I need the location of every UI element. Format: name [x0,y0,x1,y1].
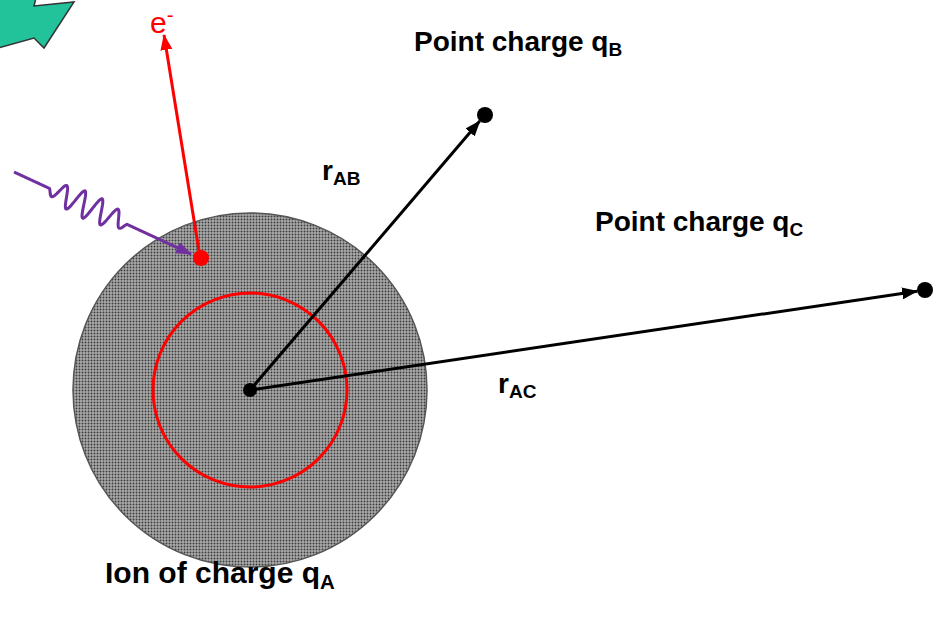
node-heading: Point charge qB [414,26,622,58]
node-heading-holder: Point charge qB [414,26,622,58]
text-part: r [498,368,509,399]
text-part: r [322,155,333,186]
node-heading: Ion of charge qA [105,556,335,591]
charge-dot [917,282,933,298]
photon-wave [14,172,191,254]
text-part: Point charge q [595,206,789,237]
text-part: Ion of charge q [105,556,320,589]
charge-dot-shape [917,282,933,298]
charge-dot-shape [477,107,493,123]
distance-label: rAB [322,155,360,187]
edge-label-holder: rAB [322,155,360,187]
ion-shape [72,212,428,568]
green-arrow [0,0,74,48]
electron-path [164,35,199,251]
node-heading: Point charge qC [595,206,803,238]
superscript: - [167,4,174,26]
text-part: Point charge q [414,26,608,57]
electron-dot [193,250,209,266]
subscript: A [320,571,335,593]
node-heading-holder: Point charge qC [595,206,803,238]
electron-label: e- [150,6,173,41]
subscript: B [608,39,622,60]
ion-circle: Ion of charge qA [72,212,428,568]
point-charge: Point charge qB [477,107,493,123]
ion-body [73,213,427,567]
node-heading-holder: Ion of charge qA [105,556,335,591]
distance-label: rAC [498,368,536,400]
charge-dot [477,107,493,123]
subscript: C [789,219,803,240]
point-charge: Point charge qC [917,282,933,298]
text-part: e [150,6,167,39]
edge-label-holder: rAC [498,368,536,400]
label-holder: e- [150,6,173,41]
subscript: AB [333,168,361,189]
subscript: AC [509,381,537,402]
